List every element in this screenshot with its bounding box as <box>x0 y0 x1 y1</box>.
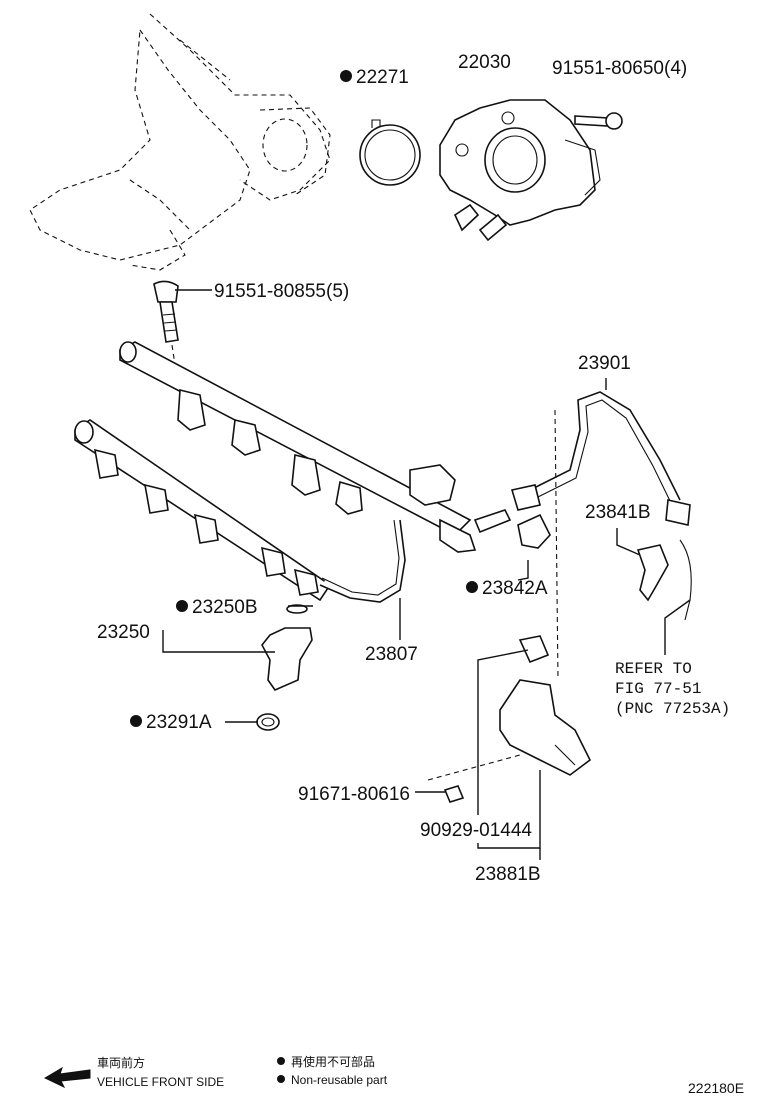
nonreusable-mark-23842A <box>466 581 478 593</box>
bolt-centerline <box>427 754 521 781</box>
label-22271: 22271 <box>356 67 409 88</box>
nonreusable-mark-22271 <box>340 70 352 82</box>
refer-line-3: (PNC 77253A) <box>615 700 730 718</box>
front-arrow-icon <box>43 1066 91 1089</box>
legend-nonreusable-dot-icon <box>277 1057 285 1065</box>
injector-23250-drawing <box>261 604 313 691</box>
label-23250: 23250 <box>97 622 150 643</box>
label-23841B: 23841B <box>585 502 651 523</box>
label-91551-80855: 91551-80855(5) <box>214 281 349 302</box>
label-22030: 22030 <box>458 52 511 73</box>
bracket-23881B-drawing <box>499 635 592 776</box>
assembly-centerline <box>554 409 559 681</box>
seal-23291A-drawing <box>256 713 280 731</box>
intake-manifold-drawing <box>29 13 331 271</box>
fuel-rail-lower-drawing <box>74 419 332 602</box>
refer-note: REFER TO FIG 77-51 (PNC 77253A) <box>615 660 730 718</box>
leader-lines <box>162 289 691 860</box>
label-91671-80616: 91671-80616 <box>298 784 410 805</box>
bolt-91671-80616-drawing <box>443 785 465 803</box>
fuel-rail-upper-drawing <box>119 341 512 553</box>
clip-23842A-drawing <box>517 513 551 549</box>
legend: 車両前方 VEHICLE FRONT SIDE 再使用不可部品 Non-reus… <box>43 1054 388 1089</box>
legend-nonreusable-dot-icon-2 <box>277 1075 285 1083</box>
legend-nonreuse-jp: 再使用不可部品 <box>291 1054 375 1069</box>
fuel-tube-23807-drawing <box>319 519 406 603</box>
label-23807: 23807 <box>365 644 418 665</box>
clip-23841B-drawing <box>636 544 669 602</box>
nonreusable-mark-23291A <box>130 715 142 727</box>
legend-nonreuse-en: Non-reusable part <box>291 1073 388 1087</box>
label-91551-80650: 91551-80650(4) <box>552 58 687 79</box>
legend-front-jp: 車両前方 <box>97 1055 145 1070</box>
part-labels: 22271 22030 91551-80650(4) 91551-80855(5… <box>97 52 687 885</box>
refer-line-1: REFER TO <box>615 660 692 678</box>
label-23842A: 23842A <box>482 578 548 599</box>
gasket-22271-drawing <box>359 119 421 186</box>
refer-line-2: FIG 77-51 <box>615 680 701 698</box>
fuel-hose-23901-drawing <box>510 391 691 526</box>
fuel-tube-23807-inner <box>321 519 400 596</box>
throttle-body-drawing <box>439 99 601 242</box>
figure-id: 222180E <box>688 1080 744 1096</box>
bolt-91551-80650-drawing <box>574 112 623 130</box>
nonreusable-mark-23250B <box>176 600 188 612</box>
label-90929-01444: 90929-01444 <box>420 820 532 841</box>
label-23901: 23901 <box>578 353 631 374</box>
label-23881B: 23881B <box>475 864 541 885</box>
hose-end-drawing <box>679 539 692 621</box>
label-23291A: 23291A <box>146 712 212 733</box>
legend-front-en: VEHICLE FRONT SIDE <box>97 1075 224 1089</box>
label-23250B: 23250B <box>192 597 258 618</box>
